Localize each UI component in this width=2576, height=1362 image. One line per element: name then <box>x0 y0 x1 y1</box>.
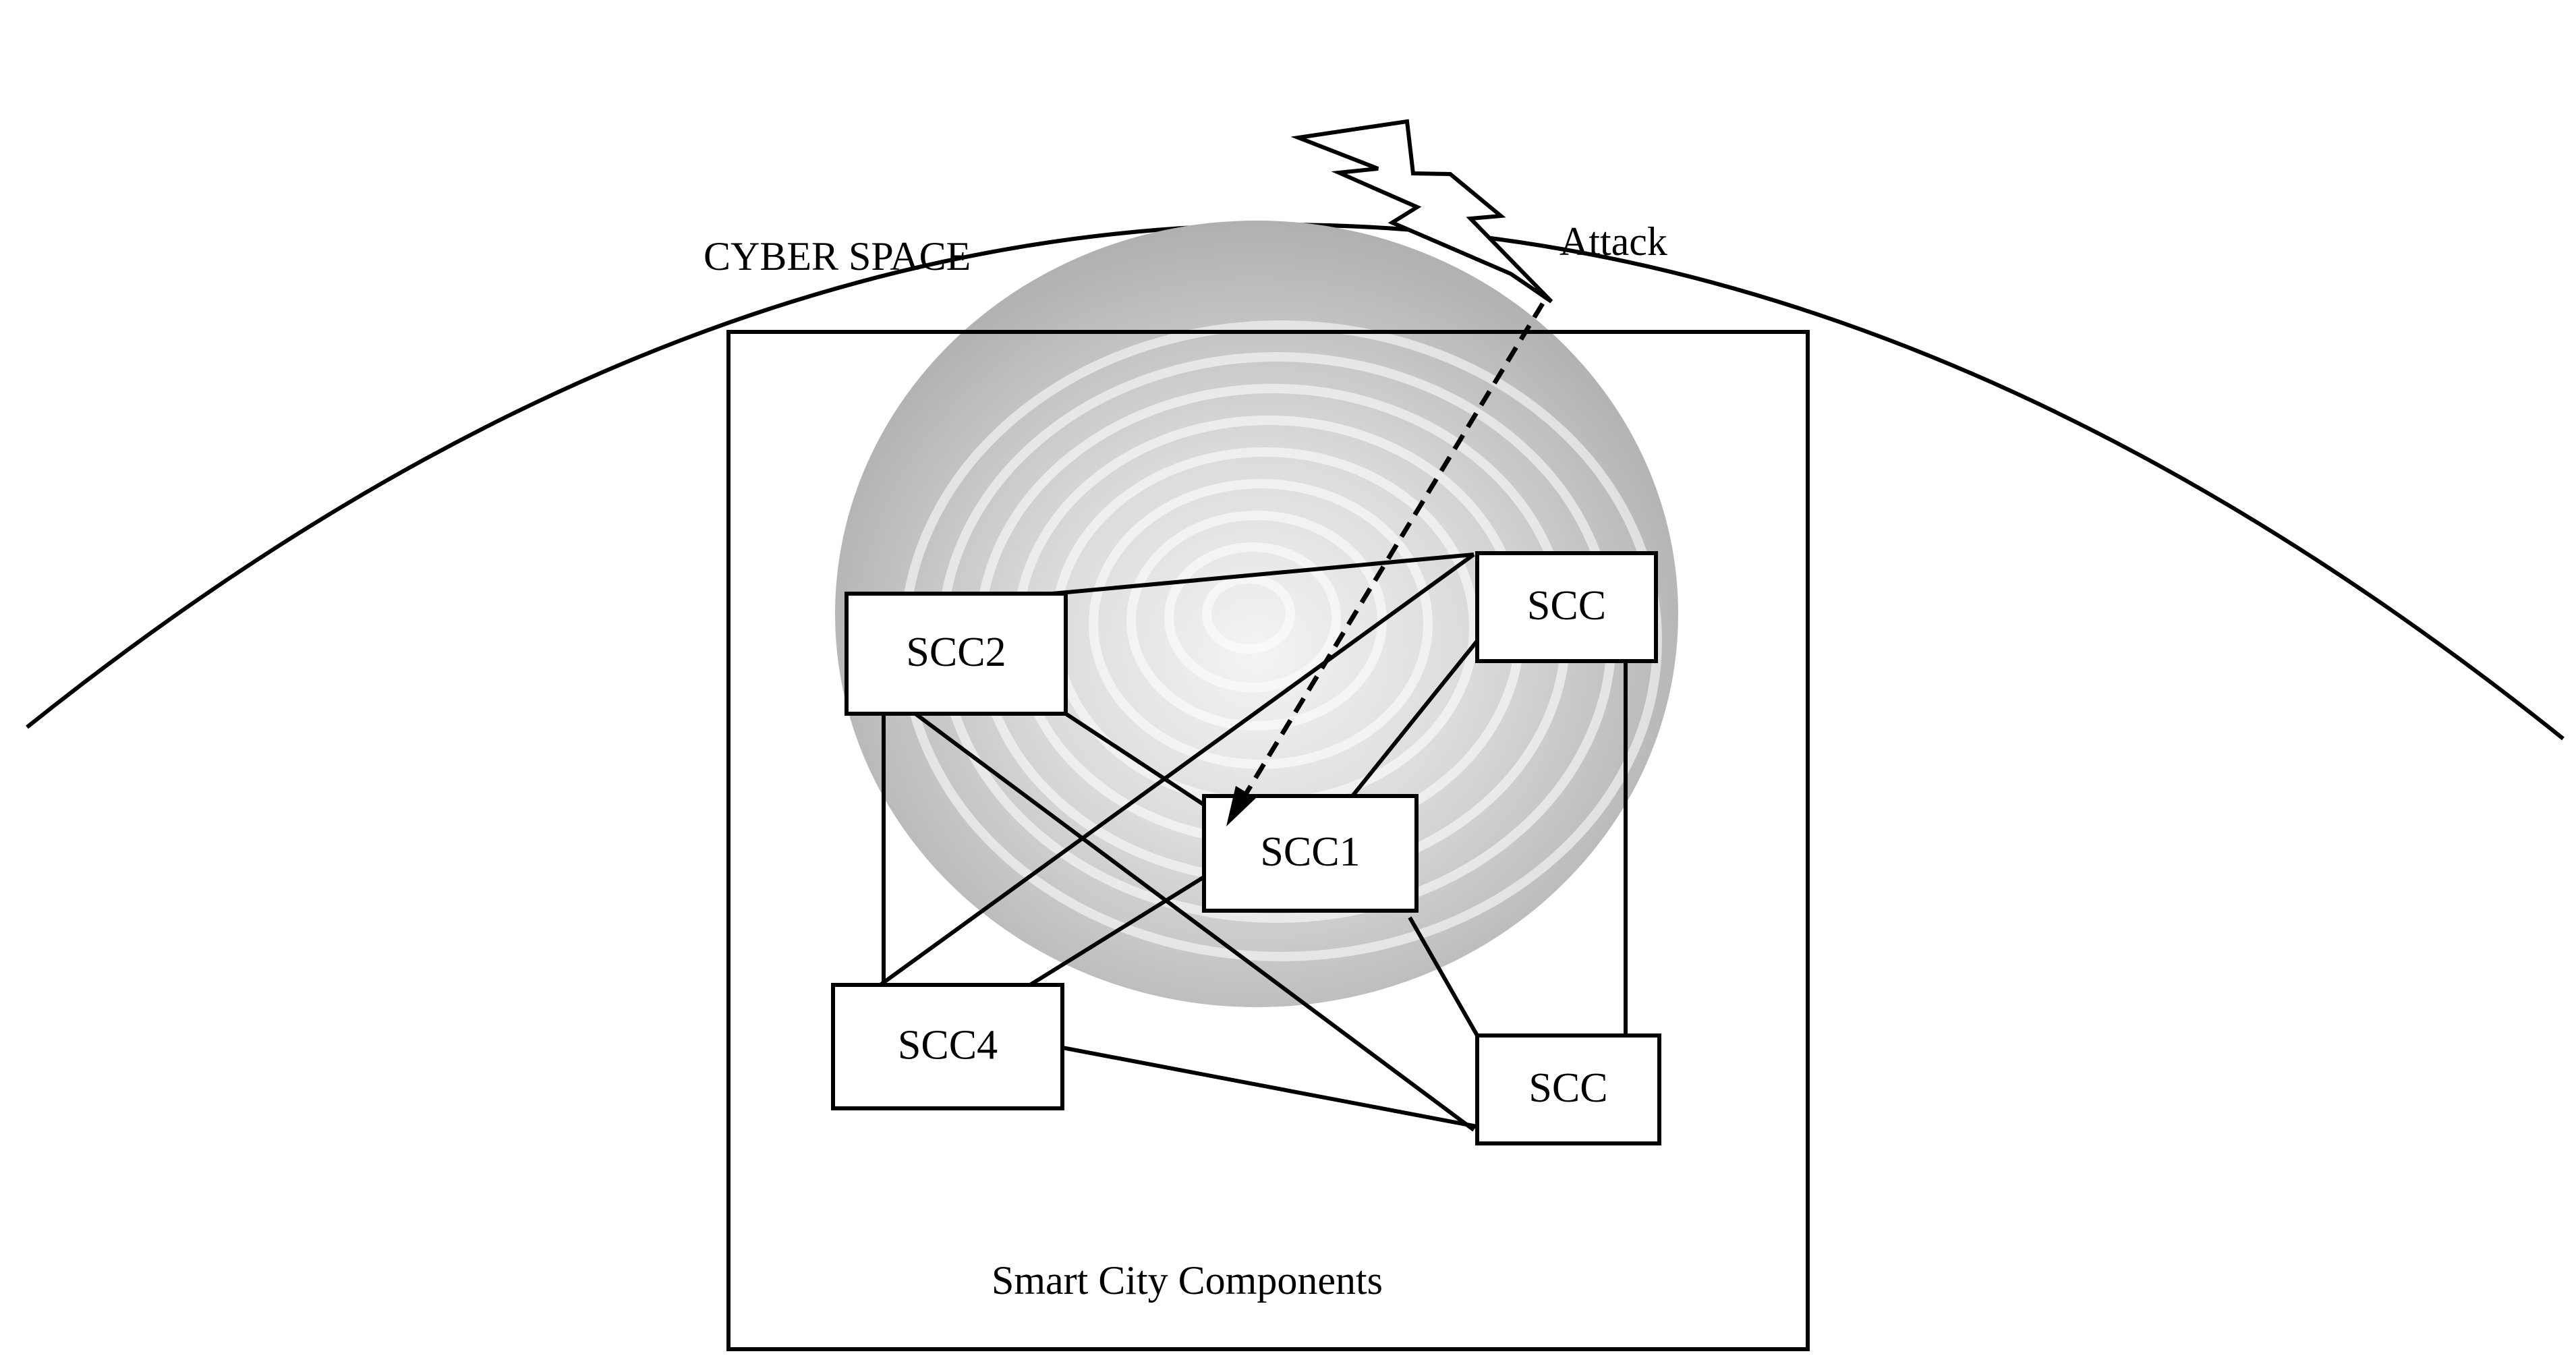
node-scc2: SCC2 <box>845 592 1068 716</box>
node-label: SCC2 <box>906 629 1006 675</box>
component-links <box>879 552 1628 1132</box>
node-box <box>845 592 1068 716</box>
ripple-ring <box>1089 479 1433 769</box>
cyber-space-label: CYBER SPACE <box>704 234 971 279</box>
node-label: SCC <box>1527 583 1606 629</box>
ripple-ring <box>1202 574 1295 654</box>
node-label: SCC <box>1528 1065 1607 1111</box>
link-scc2-scc1 <box>1064 712 1205 807</box>
link-scc2-scc3 <box>1052 552 1475 596</box>
link-scc1-scc5 <box>1408 916 1479 1037</box>
node-box <box>1475 1033 1661 1145</box>
node-scc5: SCC <box>1475 1033 1661 1145</box>
link-scc2-scc5 <box>914 712 1475 1132</box>
link-scc3-scc1 <box>1350 640 1479 797</box>
node-scc3: SCC <box>1475 551 1658 663</box>
attack-arrow-head <box>1226 786 1256 826</box>
smart-city-frame <box>726 330 1810 1351</box>
link-scc4-scc5 <box>1062 1046 1478 1129</box>
ripple-ring <box>1164 542 1341 692</box>
link-scc3-scc4 <box>879 552 1475 987</box>
node-label: SCC1 <box>1260 829 1360 875</box>
attack-label: Attack <box>1559 219 1667 264</box>
node-scc1: SCC1 <box>1202 794 1419 913</box>
lightning-bolt-icon <box>1290 119 1553 304</box>
node-label: SCC4 <box>898 1023 998 1069</box>
node-box <box>1475 551 1658 663</box>
node-box <box>1202 794 1419 913</box>
attack-arrow <box>1232 302 1545 814</box>
node-scc4: SCC4 <box>831 983 1064 1110</box>
link-scc1-scc4 <box>1029 875 1205 987</box>
smart-city-components-label: Smart City Components <box>992 1258 1383 1303</box>
node-box <box>831 983 1064 1110</box>
